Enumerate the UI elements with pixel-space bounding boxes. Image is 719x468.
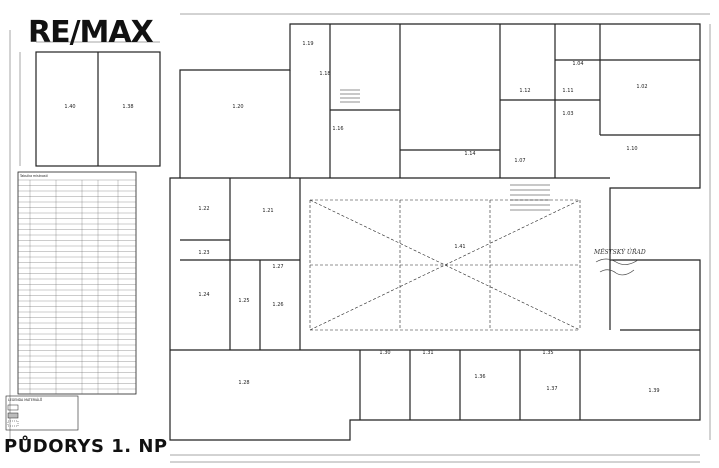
room-label-1-27: 1.27 xyxy=(272,264,283,270)
room-label-1-22: 1.22 xyxy=(198,206,209,212)
room-label-1-07: 1.07 xyxy=(514,158,525,164)
room-label-1-37: 1.37 xyxy=(546,386,557,392)
room-label-1-35: 1.35 xyxy=(542,350,553,356)
room-label-1-31: 1.31 xyxy=(422,350,433,356)
room-table-title: Tabulka místností xyxy=(19,174,48,178)
room-label-1-19: 1.19 xyxy=(302,41,313,47)
room-label-1-04: 1.04 xyxy=(572,61,583,67)
room-label-1-21: 1.21 xyxy=(262,208,273,214)
stamp: MĚSTSKÝ ÚŘAD xyxy=(593,248,646,276)
building-outline xyxy=(169,23,701,441)
room-label-1-38: 1.38 xyxy=(122,104,133,110)
remax-logo: RE/MAX xyxy=(28,15,154,50)
room-label-1-25: 1.25 xyxy=(238,298,249,304)
room-label-1-03: 1.03 xyxy=(562,111,573,117)
room-label-1-02: 1.02 xyxy=(636,84,647,90)
room-label-1-12: 1.12 xyxy=(519,88,530,94)
room-table: Tabulka místností xyxy=(17,171,137,395)
room-label-1-41: 1.41 xyxy=(454,244,465,250)
room-label-1-30: 1.30 xyxy=(379,350,390,356)
room-label-1-24: 1.24 xyxy=(198,292,209,298)
room-label-1-11: 1.11 xyxy=(562,88,573,94)
room-label-1-16: 1.16 xyxy=(332,126,343,132)
room-label-1-20: 1.20 xyxy=(232,104,243,110)
materials-legend: LEGENDA MATERIÁLŮ xyxy=(5,395,79,431)
room-label-1-18: 1.18 xyxy=(319,71,330,77)
materials-legend-title: LEGENDA MATERIÁLŮ xyxy=(8,397,43,402)
room-label-1-14: 1.14 xyxy=(464,151,475,157)
room-label-1-10: 1.10 xyxy=(626,146,637,152)
room-label-1-39: 1.39 xyxy=(648,388,659,394)
room-label-1-40: 1.40 xyxy=(64,104,75,110)
stamp-text: MĚSTSKÝ ÚŘAD xyxy=(593,248,646,256)
room-label-1-26: 1.26 xyxy=(272,302,283,308)
room-label-1-23: 1.23 xyxy=(198,250,209,256)
floor-caption: PŮDORYS 1. NP xyxy=(4,436,168,457)
room-label-1-36: 1.36 xyxy=(474,374,485,380)
room-label-1-28: 1.28 xyxy=(238,380,249,386)
